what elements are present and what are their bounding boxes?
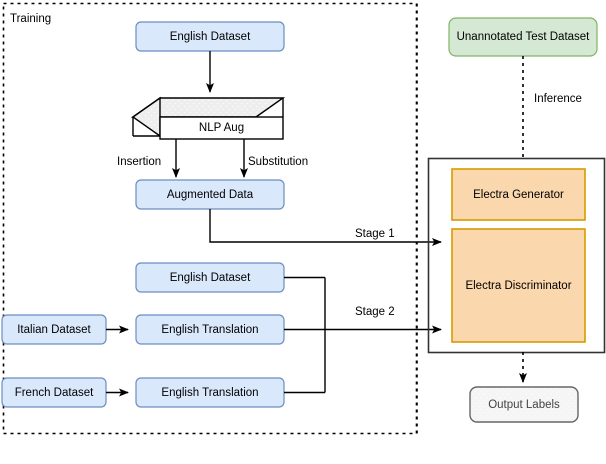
edge-substitution-label: Substitution [248,156,309,168]
node-nlp-aug-front-face [159,116,284,140]
edge-stage2-label: Stage 2 [355,306,395,318]
node-english-translation-it-shape [135,314,285,345]
edge-insertion-label: Insertion [117,156,162,168]
node-italian-dataset-shape [1,314,107,345]
edge-stage1 [209,209,442,246]
model-container-box [427,157,606,354]
node-english-dataset-stage2-shape [135,262,285,293]
edge-stage1-label: Stage 1 [355,228,395,240]
edge-inference-label: Inference [534,93,582,105]
node-nlp-aug-left-face [131,96,161,138]
training-region-boundary [2,2,418,435]
node-french-dataset-shape [1,377,107,408]
node-english-dataset-top-shape [135,21,285,52]
node-unannotated-test-dataset-shape [448,17,598,57]
node-english-translation-fr-shape [135,377,285,408]
training-region-label: Training [10,13,52,25]
node-augmented-data-shape [135,179,285,210]
node-electra-discriminator-shape [451,228,586,343]
node-electra-generator-shape [451,168,586,221]
node-output-labels-shape [469,386,579,423]
